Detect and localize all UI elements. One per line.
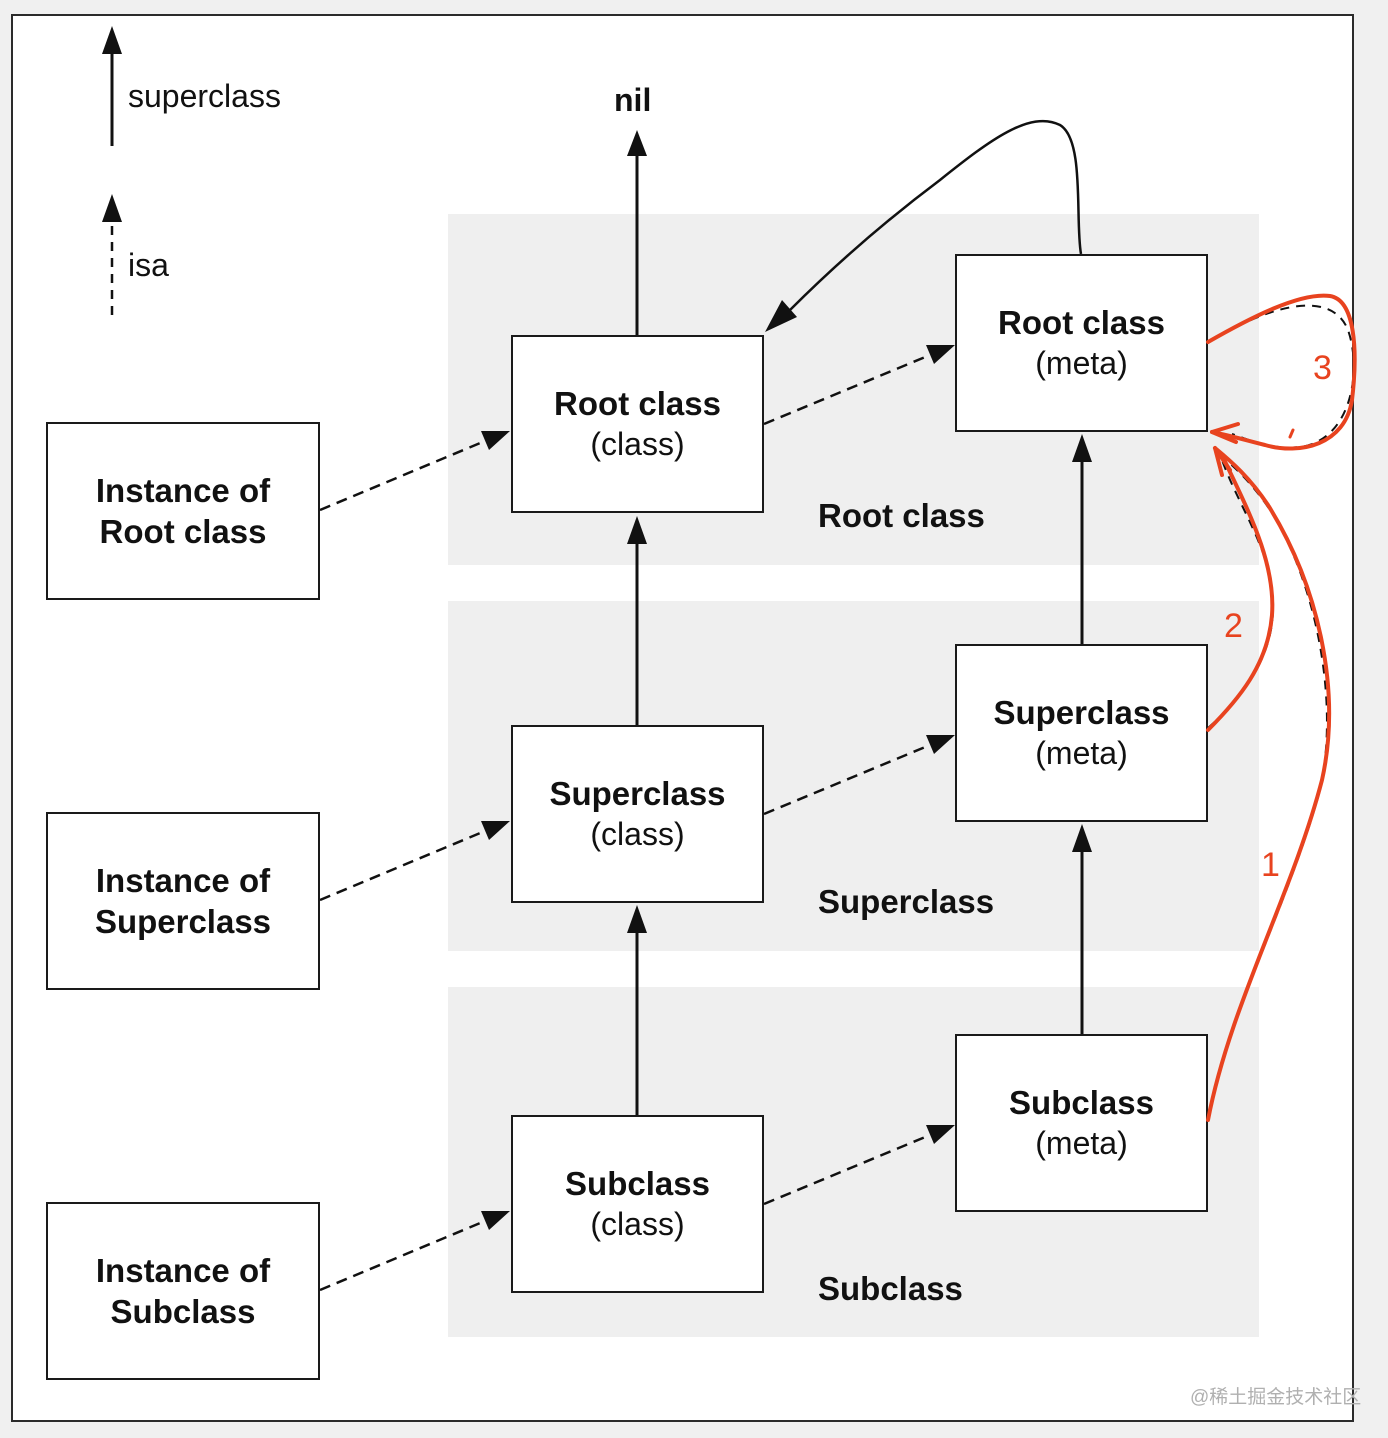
- instance-of-root-class-box: Instance of Root class: [46, 422, 320, 600]
- instance-of-subclass-label: Instance of Subclass: [95, 1252, 271, 1330]
- root-class-class-box: Root class (class): [511, 335, 764, 513]
- annotation-number-2: 2: [1224, 607, 1243, 645]
- subclass-meta-box: Subclass (meta): [955, 1034, 1208, 1212]
- subclass-meta-name: Subclass: [1009, 1084, 1154, 1121]
- root-class-meta-kind: (meta): [1035, 345, 1128, 381]
- superclass-meta-box: Superclass (meta): [955, 644, 1208, 822]
- instance-of-superclass-label: Instance of Superclass: [94, 862, 272, 940]
- root-class-class-kind: (class): [590, 426, 685, 462]
- legend-isa-label: isa: [128, 247, 169, 283]
- subclass-class-kind: (class): [590, 1206, 685, 1242]
- instance-of-superclass-box: Instance of Superclass: [46, 812, 320, 990]
- annotation-number-1: 1: [1261, 846, 1280, 884]
- superclass-class-name: Superclass: [549, 775, 726, 812]
- root-class-meta-box: Root class (meta): [955, 254, 1208, 432]
- subclass-band-label: Subclass: [818, 1270, 963, 1307]
- superclass-class-box: Superclass (class): [511, 725, 764, 903]
- root-class-meta-name: Root class: [998, 304, 1165, 341]
- subclass-class-box: Subclass (class): [511, 1115, 764, 1293]
- superclass-meta-kind: (meta): [1035, 735, 1128, 771]
- nil-label: nil: [614, 82, 652, 118]
- annotation-number-3: 3: [1313, 349, 1332, 387]
- instance-of-subclass-box: Instance of Subclass: [46, 1202, 320, 1380]
- superclass-class-kind: (class): [590, 816, 685, 852]
- instance-of-root-class-label: Instance of Root class: [95, 472, 271, 550]
- superclass-meta-name: Superclass: [993, 694, 1170, 731]
- root-class-band-label: Root class: [818, 497, 985, 534]
- subclass-class-name: Subclass: [565, 1165, 710, 1202]
- watermark: @稀土掘金技术社区: [1190, 1387, 1362, 1408]
- superclass-band-label: Superclass: [818, 883, 995, 920]
- legend-superclass-label: superclass: [128, 78, 281, 114]
- root-class-class-name: Root class: [554, 385, 721, 422]
- subclass-meta-kind: (meta): [1035, 1125, 1128, 1161]
